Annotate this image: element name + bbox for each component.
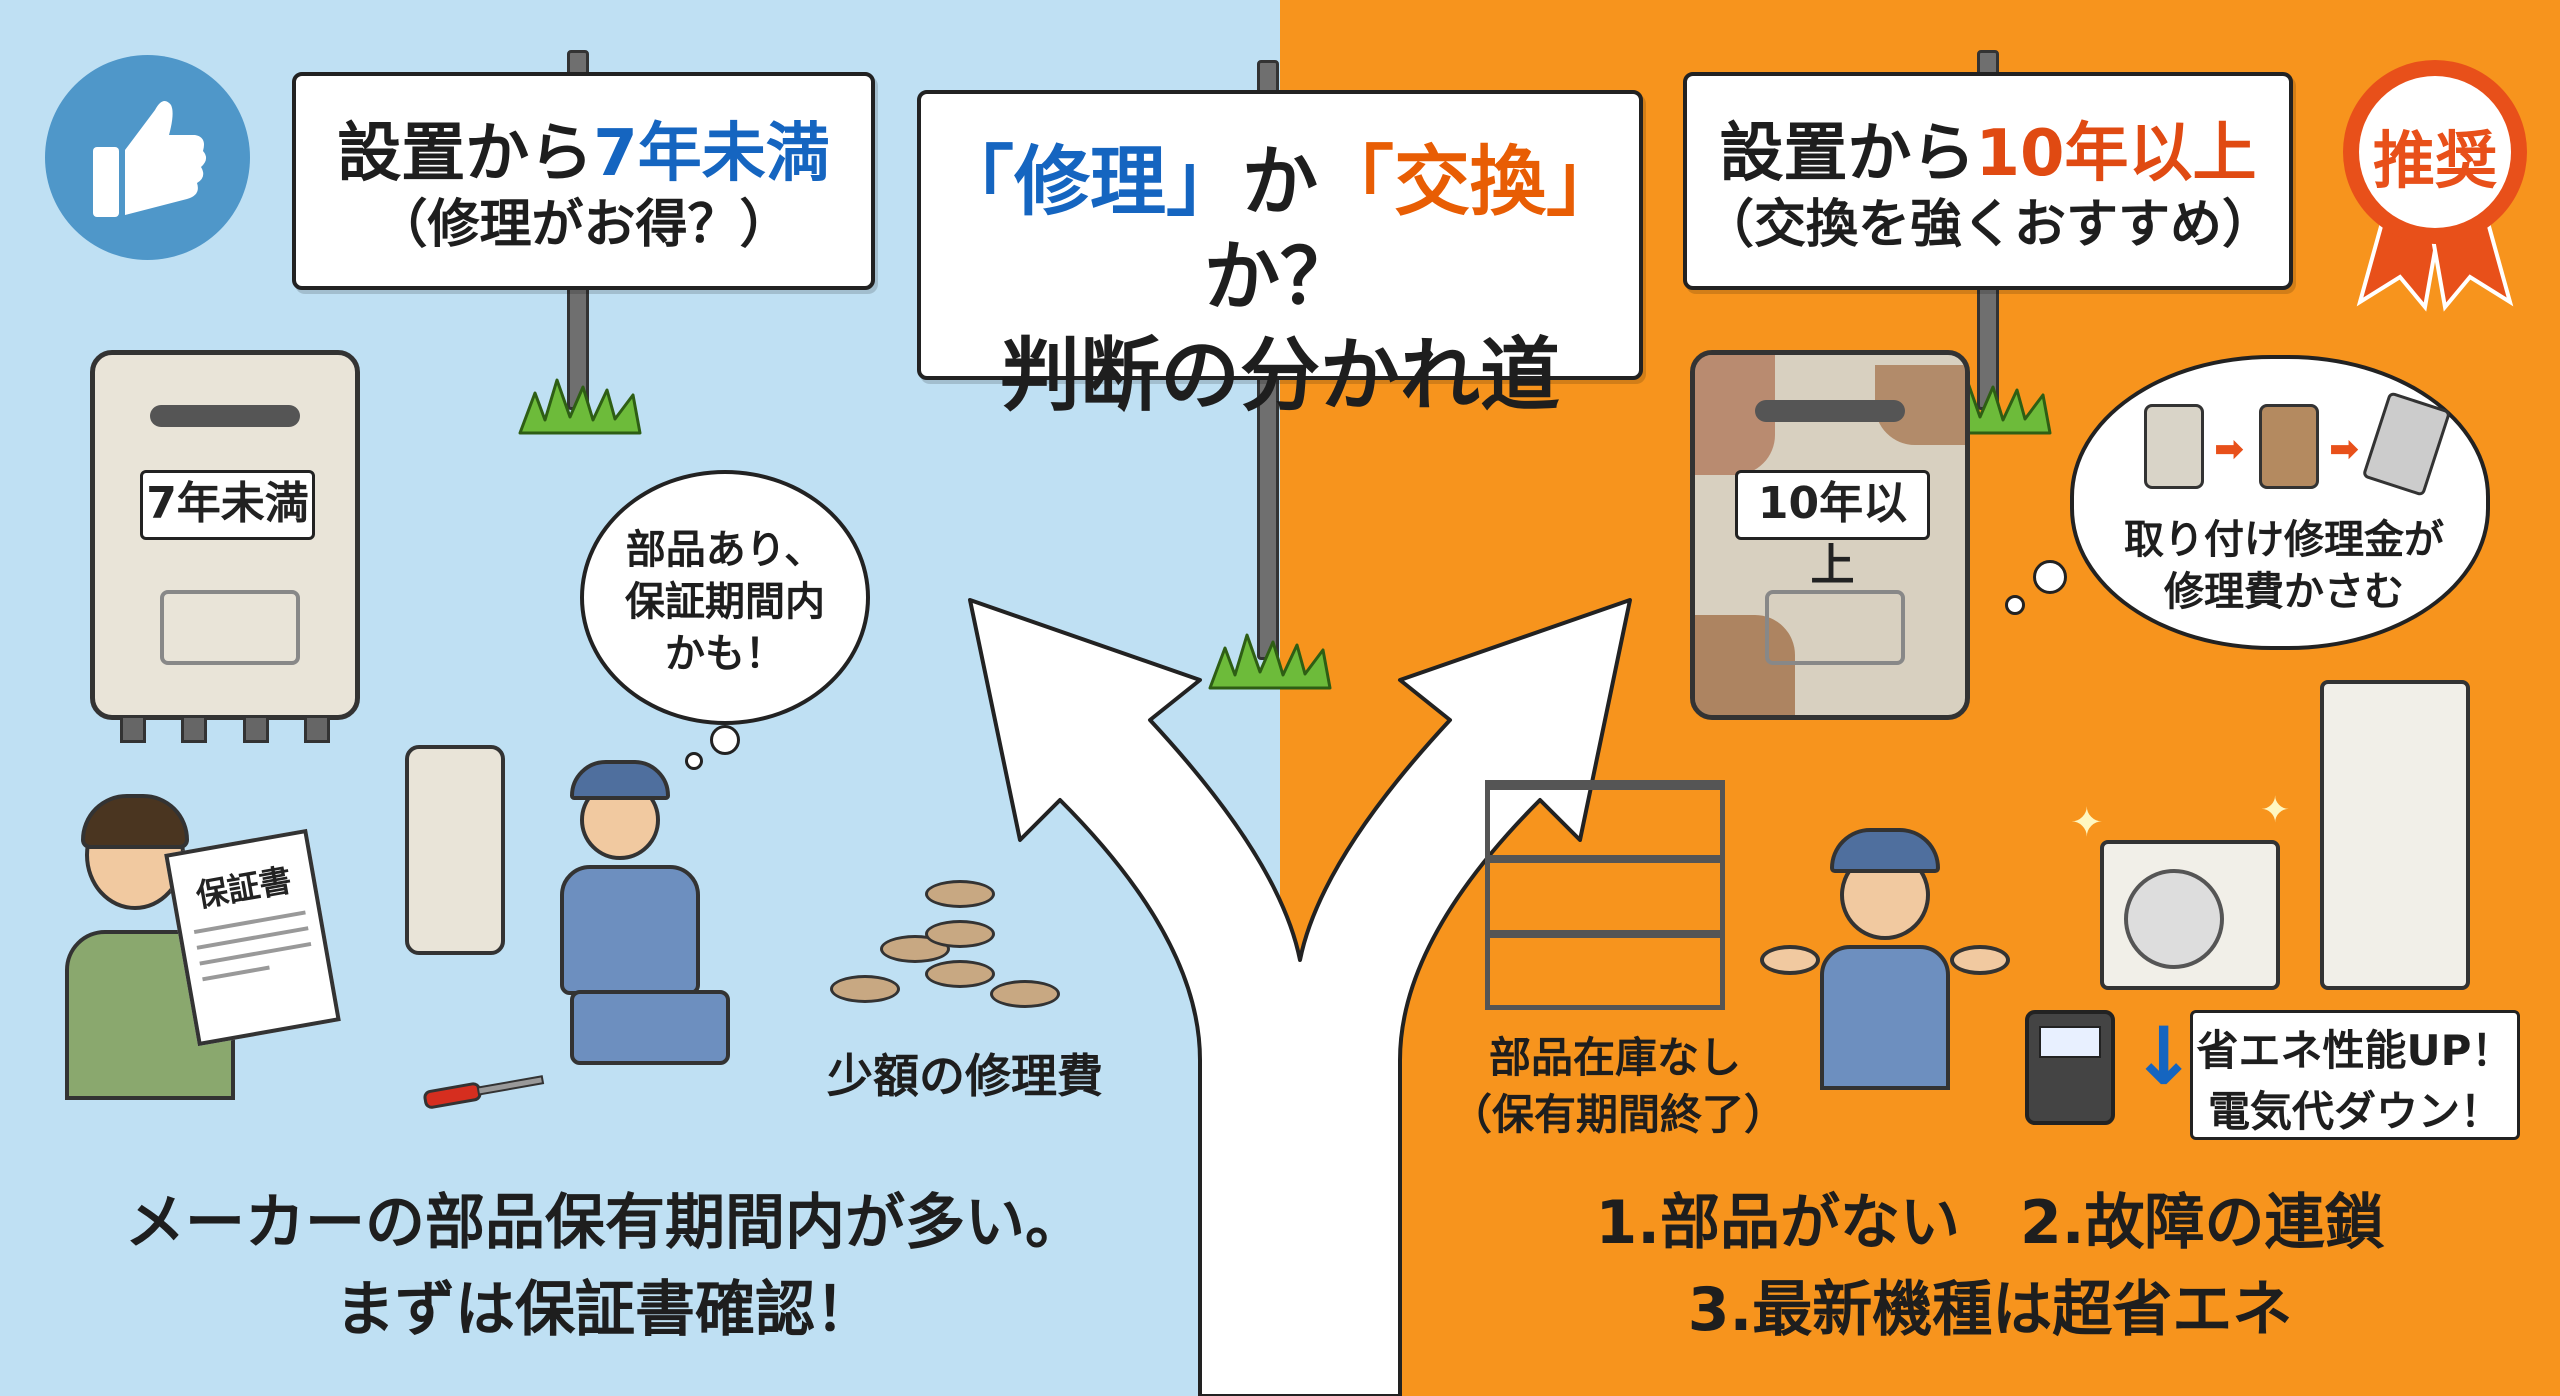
right-bottom-text: 1.部品がない 2.故障の連鎖 3.最新機種は超省エネ (1440, 1180, 2540, 1354)
water-heater-old: 10年以上 (1690, 350, 1970, 720)
grass-icon (518, 378, 642, 435)
arrow-right-icon: ➡ (2214, 429, 2245, 470)
right-bottom-line: 3.最新機種は超省エネ (1687, 1275, 2293, 1345)
shrugging-worker (1760, 820, 2010, 1090)
right-bottom-line: 1.部品がない 2.故障の連鎖 (1595, 1188, 2385, 1258)
heater-broken-icon (2259, 404, 2319, 489)
small-heater (405, 745, 505, 955)
thought-dot (710, 725, 740, 755)
left-bubble-line: 保証期間内 (625, 579, 825, 625)
water-heater-new: 7年未満 (90, 350, 360, 720)
empty-shelf (1485, 780, 1725, 1010)
water-tank-unit (2320, 680, 2470, 990)
arrow-fork-icon (968, 598, 1632, 1396)
shelf-caption: 部品在庫なし （保有期間終了） (1450, 1030, 1787, 1143)
center-sign-repair: 「修理」 (938, 137, 1242, 226)
sparkle-icon: ✦ (2070, 800, 2104, 846)
thumbs-up-icon (45, 55, 250, 260)
left-bottom-text: メーカーの部品保有期間内が多い。 まずは保証書確認！ (40, 1180, 1170, 1354)
warranty-doc-title: 保証書 (193, 860, 295, 915)
center-sign-question: か？ (1204, 232, 1356, 321)
arrow-down-icon: ↓ (2130, 1010, 2198, 1103)
left-sign-highlight: 7年未満 (593, 117, 830, 191)
center-sign: 「修理」か「交換」か？ 判断の分かれ道 (917, 90, 1643, 422)
left-bubble-line: 部品あり、 (625, 527, 825, 573)
savings-line: 省エネ性能UP！ (2196, 1026, 2514, 1075)
right-heater-label: 10年以上 (1735, 470, 1930, 591)
right-thought-bubble: ➡ ➡ 取り付け修理金が 修理費かさむ (2070, 355, 2490, 650)
savings-line: 電気代ダウン！ (2207, 1086, 2502, 1136)
badge-label: 推奨 (2372, 124, 2497, 197)
center-sign-or: か (1242, 137, 1318, 226)
left-sign-sub: （修理がお得？） (375, 194, 792, 255)
left-heater-label: 7年未満 (140, 470, 315, 540)
outdoor-unit (2100, 840, 2280, 990)
right-sign: 設置から10年以上 （交換を強くおすすめ） (1683, 72, 2293, 290)
heater-broken-icon (2361, 391, 2452, 497)
center-sign-replace: 「交換」 (1318, 137, 1622, 226)
shelf-caption-line: （保有期間終了） (1450, 1089, 1787, 1139)
left-bottom-line: まずは保証書確認！ (335, 1275, 875, 1345)
savings-box: 省エネ性能UP！ 電気代ダウン！ (2190, 1010, 2520, 1140)
center-sign-subtitle: 判断の分かれ道 (1000, 329, 1560, 422)
grass-icon (1208, 633, 1332, 690)
right-bubble-line: 取り付け修理金が (2124, 517, 2444, 563)
left-bottom-line: メーカーの部品保有期間内が多い。 (125, 1188, 1085, 1258)
right-sign-sub: （交換を強くおすすめ） (1701, 194, 2274, 255)
person-reading-warranty: 保証書 (65, 794, 341, 1100)
coins-icon (830, 880, 1060, 1010)
arrow-right-icon: ➡ (2329, 429, 2360, 470)
left-sign: 設置から7年未満 （修理がお得？） (292, 72, 875, 290)
thought-dot (685, 752, 703, 770)
recommend-ribbon-icon: 推奨 (2330, 52, 2540, 312)
thought-dot (2033, 560, 2067, 594)
coins-caption: 少額の修理費 (827, 1049, 1103, 1103)
right-bubble-line: 修理費かさむ (2164, 569, 2404, 615)
left-bubble-line: かも！ (665, 631, 785, 677)
shelf-caption-line: 部品在庫なし (1488, 1033, 1741, 1082)
heater-mini-icon (2144, 404, 2204, 489)
left-thought-bubble: 部品あり、 保証期間内 かも！ (580, 470, 870, 725)
heater-pipes (120, 715, 330, 743)
right-sign-highlight: 10年以上 (1975, 117, 2257, 191)
repair-worker (540, 760, 740, 1080)
right-sign-prefix: 設置から (1719, 117, 1976, 191)
thought-dot (2005, 595, 2025, 615)
left-sign-prefix: 設置から (337, 117, 594, 191)
sparkle-icon: ✦ (2260, 790, 2291, 831)
electric-meter-icon (2025, 1010, 2115, 1125)
screwdriver-icon (423, 1075, 545, 1109)
